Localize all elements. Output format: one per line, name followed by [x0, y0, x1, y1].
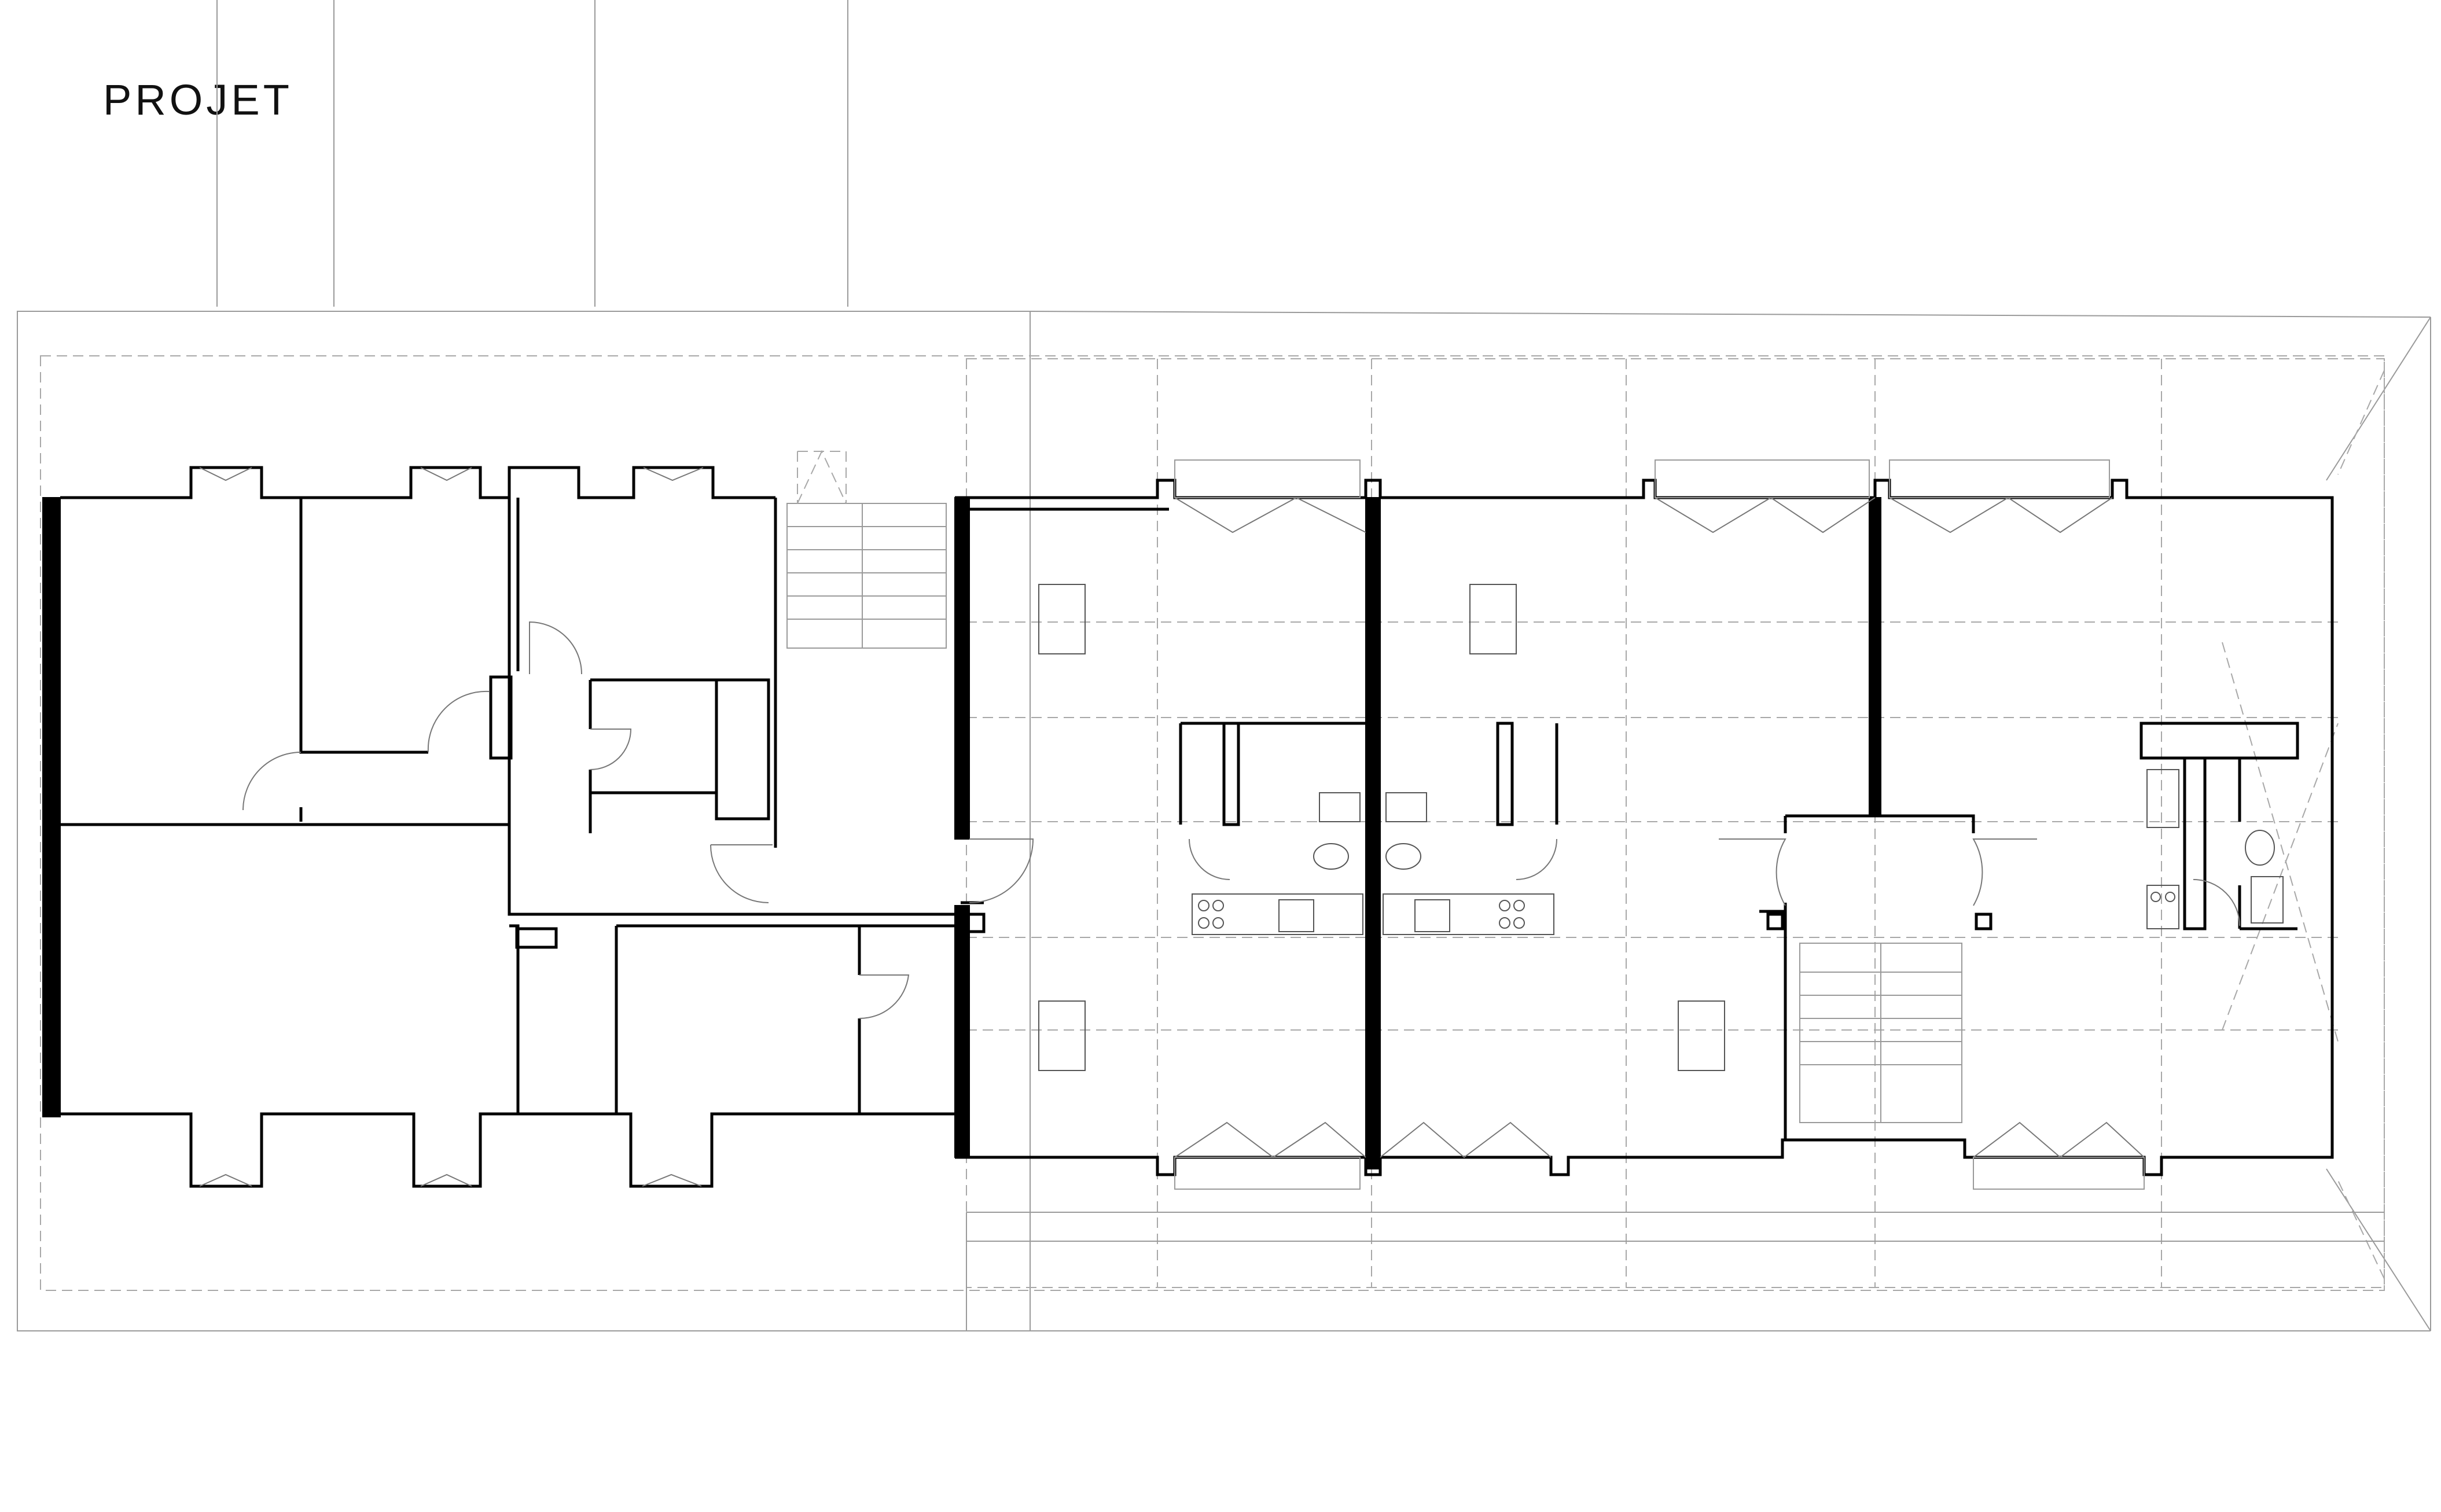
stair-top	[786, 450, 947, 649]
fixtures	[1038, 584, 2284, 1071]
door-swings-left	[199, 467, 910, 1187]
plan-title: PROJET	[103, 76, 293, 124]
new-building	[954, 479, 2334, 1176]
door-swings-right	[969, 459, 2240, 1190]
guide-lines	[17, 0, 2431, 1331]
stair-bottom	[1799, 943, 1962, 1123]
existing-building	[42, 466, 955, 1188]
